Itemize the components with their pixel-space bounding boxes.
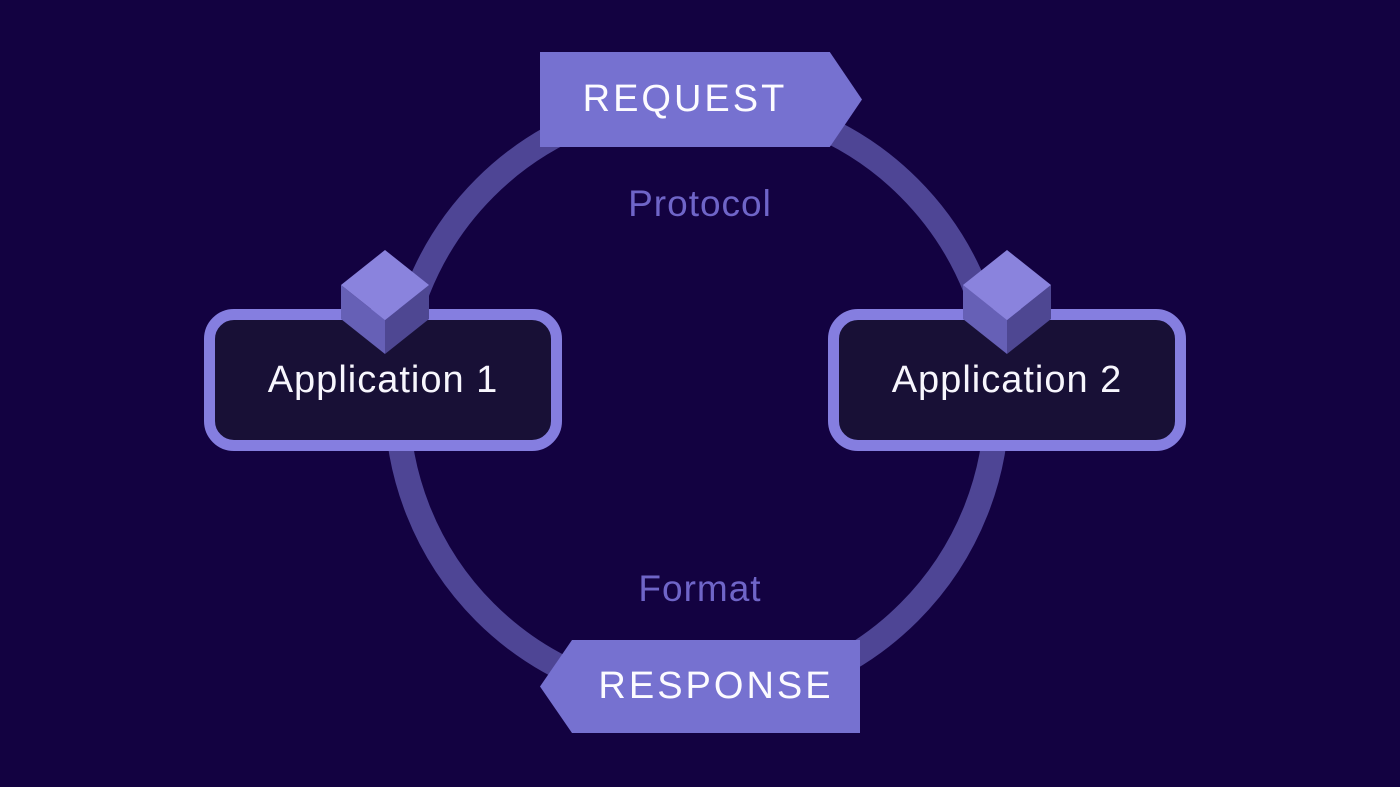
request-banner-label: REQUEST	[582, 78, 788, 120]
cube-icon	[963, 250, 1051, 354]
application-2-label: Application 2	[891, 358, 1123, 401]
response-banner-label: RESPONSE	[598, 665, 834, 707]
cube-icon	[341, 250, 429, 354]
response-banner: RESPONSE	[540, 640, 860, 733]
request-banner: REQUEST	[540, 52, 862, 147]
application-1-label: Application 1	[267, 358, 499, 401]
protocol-label: Protocol	[628, 183, 772, 224]
format-label: Format	[638, 568, 762, 609]
